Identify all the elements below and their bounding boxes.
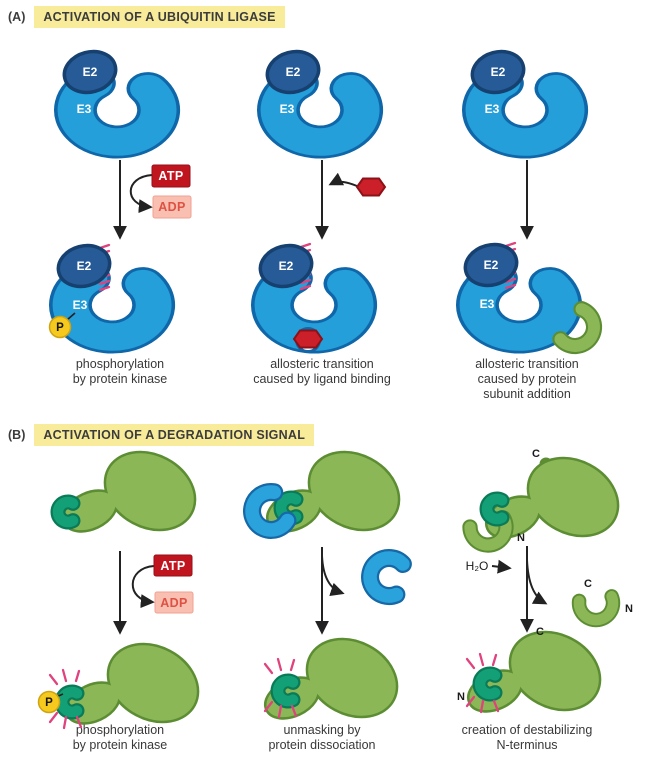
adp-label: ADP — [160, 596, 188, 610]
panel-b-title: ACTIVATION OF A DEGRADATION SIGNAL — [34, 424, 315, 446]
e2-label: E2 — [77, 259, 92, 273]
ligand-hexagon — [356, 177, 386, 197]
e2-label: E2 — [484, 258, 499, 272]
n-terminus-label: N — [517, 532, 525, 544]
panel-a-header: (A) ACTIVATION OF A UBIQUITIN LIGASE — [8, 6, 285, 28]
b-col1: ATP ADP P — [37, 439, 211, 736]
atp-box — [151, 164, 191, 188]
panel-b-index: (B) — [8, 428, 26, 442]
e3-label: E3 — [485, 102, 500, 116]
ligand-in-curve-arrow — [328, 172, 358, 187]
caption-b-n-terminus: creation of destabilizing N-terminus — [461, 723, 593, 752]
n-terminus-label: N — [457, 691, 465, 703]
dissociation-curve-arrow — [321, 555, 345, 597]
adp-label: ADP — [158, 200, 186, 214]
h2o-label: H₂O — [466, 559, 489, 573]
e2-label: E2 — [83, 65, 98, 79]
dissociated-masking-protein — [367, 554, 404, 597]
b-col3: C N H₂O C N C N — [457, 445, 633, 724]
panel-a: E2 E3 ATP ADP E2 E3 P E — [48, 44, 602, 354]
panel-b: ATP ADP P — [37, 439, 633, 736]
substrate-protein-blob — [58, 439, 207, 544]
caption-a-ligand-binding: allosteric transition caused by ligand b… — [253, 357, 391, 386]
ligand-hexagon-bound — [293, 329, 323, 349]
c-terminus-label: C — [584, 578, 592, 590]
c-terminus-label: C — [536, 626, 544, 638]
caption-b-unmasking: unmasking by protein dissociation — [268, 723, 376, 752]
phosphate-tick — [66, 312, 76, 321]
phosphate-label: P — [45, 697, 53, 709]
atp-label: ATP — [160, 559, 185, 573]
n-terminus-label: N — [625, 603, 633, 615]
cleaved-peptide — [579, 596, 616, 622]
b-col2 — [246, 439, 411, 731]
atp-adp-curve-arrow — [131, 565, 155, 609]
panel-a-title: ACTIVATION OF A UBIQUITIN LIGASE — [34, 6, 285, 28]
panel-a-index: (A) — [8, 10, 26, 24]
a-col1: E2 E3 ATP ADP E2 E3 P — [48, 44, 192, 338]
e3-label: E3 — [77, 102, 92, 116]
e3-label: E3 — [73, 298, 88, 312]
adp-box — [154, 591, 194, 614]
caption-a-subunit-addition: allosteric transition caused by protein … — [475, 357, 579, 401]
e3-label: E3 — [280, 102, 295, 116]
caption-b-phosphorylation: phosphorylation by protein kinase — [72, 723, 168, 752]
atp-adp-curve-arrow — [129, 174, 153, 214]
adp-box — [152, 195, 192, 219]
a-col2: E2 E3 E2 — [256, 44, 386, 352]
e2-label: E2 — [491, 65, 506, 79]
panel-b-header: (B) ACTIVATION OF A DEGRADATION SIGNAL — [8, 424, 315, 446]
phosphate-label: P — [56, 322, 64, 334]
e3-label: E3 — [480, 297, 495, 311]
e2-label: E2 — [286, 65, 301, 79]
a-col3: E2 E3 E2 E3 — [461, 44, 602, 354]
atp-box — [153, 554, 193, 577]
caption-a-phosphorylation: phosphorylation by protein kinase — [72, 357, 168, 386]
cleavage-curve-arrow — [526, 559, 548, 605]
atp-label: ATP — [158, 169, 183, 183]
c-terminus-label: C — [532, 448, 540, 460]
substrate-protein-blob-active — [61, 631, 210, 736]
e2-label: E2 — [279, 259, 294, 273]
h2o-in-arrow — [491, 559, 512, 574]
